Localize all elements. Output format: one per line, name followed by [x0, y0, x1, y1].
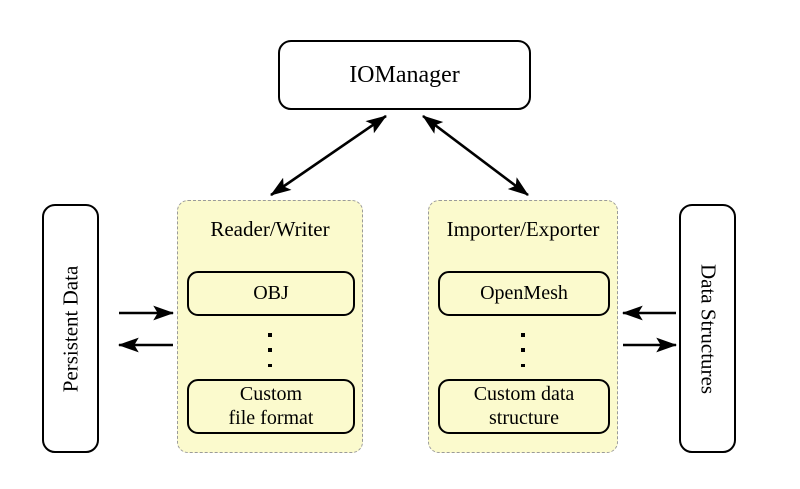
panel-importer-exporter-title: Importer/Exporter [446, 217, 600, 241]
importer-exporter-item-openmesh-label: OpenMesh [480, 281, 568, 304]
reader-writer-item-obj-label: OBJ [253, 281, 289, 304]
custom-file-format-line1: Custom [239, 382, 303, 405]
custom-file-format-line2: file format [228, 406, 314, 429]
custom-data-structure-line1: Custom data [473, 382, 575, 405]
panel-importer-exporter[interactable]: Importer/Exporter OpenMesh Custom data s… [428, 200, 618, 453]
data-structures-node[interactable]: Data Structures [679, 204, 736, 453]
reader-writer-item-custom-file-format-label: Custom file format [229, 383, 314, 430]
importer-exporter-item-custom-data-structure[interactable]: Custom data structure [438, 379, 610, 434]
reader-writer-item-obj[interactable]: OBJ [187, 271, 355, 316]
arrow-manager-reader-writer [270, 114, 387, 197]
data-structures-label: Data Structures [696, 263, 720, 394]
io-manager-label: IOManager [349, 61, 460, 88]
persistent-data-label: Persistent Data [58, 265, 82, 392]
importer-exporter-ellipsis-icon [429, 329, 617, 371]
persistent-data-node[interactable]: Persistent Data [42, 204, 99, 453]
reader-writer-item-custom-file-format[interactable]: Custom file format [187, 379, 355, 434]
panel-reader-writer-title: Reader/Writer [210, 217, 330, 241]
custom-data-structure-line2: structure [489, 406, 559, 429]
io-manager-node[interactable]: IOManager [278, 40, 531, 110]
reader-writer-ellipsis-icon [178, 329, 362, 371]
panel-reader-writer[interactable]: Reader/Writer OBJ Custom file format [177, 200, 363, 453]
importer-exporter-item-openmesh[interactable]: OpenMesh [438, 271, 610, 316]
importer-exporter-item-custom-data-structure-label: Custom data structure [474, 383, 575, 430]
arrow-manager-importer-exporter [422, 114, 529, 197]
